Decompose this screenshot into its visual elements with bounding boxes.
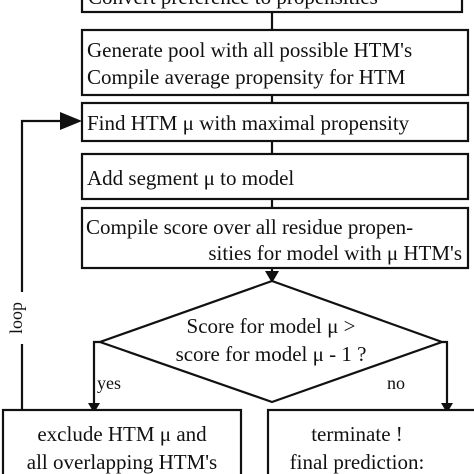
- yes-branch-line: [92, 340, 100, 408]
- exclude-line1: exclude HTM μ and: [37, 422, 207, 446]
- exclude-box: [1, 408, 243, 474]
- terminate-line2: final prediction:: [290, 450, 425, 474]
- decision-diamond: [96, 279, 446, 404]
- step-convert-text: Convert preference to propensities: [88, 0, 378, 9]
- exclude-line2: all overlapping HTM's: [27, 450, 217, 474]
- loop-label-bg: [13, 292, 31, 344]
- decision-line2: score for model μ - 1 ?: [176, 342, 367, 366]
- arrowhead-to-decision: [265, 271, 279, 283]
- step-add-segment-box: [80, 152, 470, 201]
- arrowhead-to-terminate: [441, 403, 453, 413]
- step-generate-pool-line2: Compile average propensity for HTM: [87, 65, 406, 89]
- step-compile-score-line1: Compile score over all residue propen-: [86, 215, 413, 239]
- no-label: no: [387, 373, 405, 393]
- step-compile-score-box: [80, 206, 470, 270]
- arrowhead-to-exclude: [88, 403, 100, 413]
- decision-line1: Score for model μ >: [187, 314, 356, 338]
- loop-label: loop: [6, 302, 26, 334]
- step-find-htm-text: Find HTM μ with maximal propensity: [87, 111, 410, 135]
- loop-line: [20, 119, 64, 410]
- arrowhead-loop: [60, 112, 82, 130]
- step-find-htm-box: [80, 101, 470, 143]
- no-branch-line: [442, 340, 449, 408]
- yes-label: yes: [97, 373, 121, 393]
- step-compile-score-line2: sities for model with μ HTM's: [208, 241, 462, 265]
- step-generate-pool-box: [80, 28, 470, 97]
- step-generate-pool-line1: Generate pool with all possible HTM's: [87, 38, 412, 62]
- step-add-segment-text: Add segment μ to model: [87, 166, 294, 190]
- terminate-box: [266, 408, 474, 474]
- terminate-line1: terminate !: [311, 422, 403, 446]
